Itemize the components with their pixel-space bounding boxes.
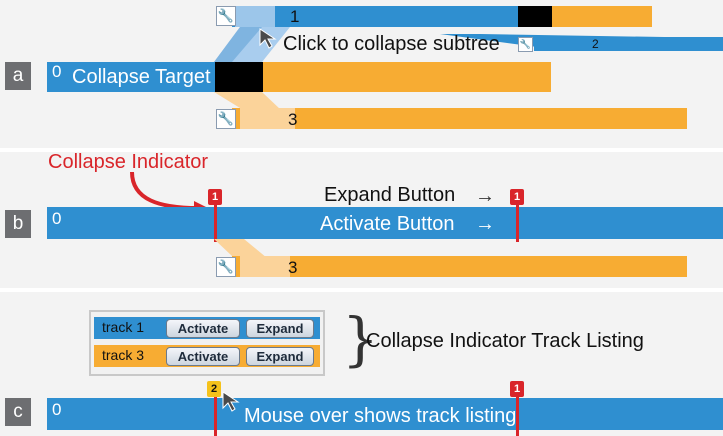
arrow-right-icon: →	[475, 185, 495, 207]
track1-orange-segment[interactable]	[552, 6, 652, 27]
track-name: track 3	[102, 347, 145, 363]
collapse-indicator-label: Collapse Indicator	[48, 151, 209, 173]
expand-button[interactable]: Expand	[246, 319, 314, 338]
root-number: 0	[52, 400, 62, 419]
hover-annotation: Mouse over shows track listing	[244, 405, 517, 427]
track2-bar[interactable]	[534, 37, 723, 51]
wrench-icon[interactable]: 🔧	[216, 257, 236, 277]
panel-divider	[0, 288, 723, 292]
track1-bar[interactable]	[232, 6, 520, 27]
panel-b-label: b	[5, 210, 31, 238]
collapse-indicator-line	[516, 392, 519, 436]
root-number: 0	[52, 209, 62, 228]
track-listing-label: Collapse Indicator Track Listing	[366, 330, 644, 352]
wrench-icon[interactable]: 🔧	[518, 37, 533, 52]
root-number: 0	[52, 62, 62, 81]
track1-bar-highlight	[235, 6, 275, 27]
track3-bar-highlight	[240, 256, 290, 277]
root-bar[interactable]	[47, 398, 723, 430]
brace-icon: }	[342, 305, 379, 373]
track3-bar-highlight	[240, 108, 295, 129]
track-name: track 1	[102, 319, 145, 335]
wrench-icon[interactable]: 🔧	[216, 6, 236, 26]
track-listing-popup: track 1 Activate Expand track 3 Activate…	[89, 310, 325, 376]
collapse-target-black[interactable]	[215, 62, 263, 92]
collapse-indicator-marker[interactable]: 1	[510, 381, 524, 397]
expand-button-label: Expand Button	[324, 184, 456, 206]
activate-button[interactable]: Activate	[166, 347, 240, 366]
activate-button-label: Activate Button	[320, 213, 455, 235]
wrench-icon[interactable]: 🔧	[216, 109, 236, 129]
track1-black-segment	[518, 6, 552, 27]
track3-number: 3	[288, 258, 298, 277]
track2-number: 2	[592, 37, 599, 51]
collapse-annotation: Click to collapse subtree	[283, 33, 500, 55]
collapse-indicator-marker-hovered[interactable]: 2	[207, 381, 221, 397]
root-orange-segment[interactable]	[263, 62, 551, 92]
panel-divider	[0, 148, 723, 152]
activate-button[interactable]: Activate	[166, 319, 240, 338]
track1-number: 1	[290, 7, 300, 26]
collapse-indicator-line	[516, 200, 519, 242]
panel-c-label: c	[5, 398, 31, 426]
track3-bar[interactable]	[232, 108, 687, 129]
collapse-indicator-line	[214, 200, 217, 242]
arrow-right-icon: →	[475, 213, 495, 235]
collapse-indicator-line	[214, 392, 217, 436]
track1-connector-shade	[214, 27, 262, 62]
expand-button[interactable]: Expand	[246, 347, 314, 366]
track-listing-row: track 3 Activate Expand	[94, 345, 320, 367]
cursor-arrow-icon	[222, 391, 240, 412]
collapse-indicator-marker[interactable]: 1	[510, 189, 524, 205]
track-listing-row: track 1 Activate Expand	[94, 317, 320, 339]
root-bar[interactable]	[47, 207, 723, 239]
cursor-arrow-icon	[259, 28, 277, 49]
collapse-target-label: Collapse Target	[72, 66, 211, 88]
track3-bar[interactable]	[232, 256, 687, 277]
collapse-indicator-marker[interactable]: 1	[208, 189, 222, 205]
root-bar[interactable]	[47, 62, 215, 92]
panel-a-label: a	[5, 62, 31, 90]
track3-number: 3	[288, 110, 298, 129]
